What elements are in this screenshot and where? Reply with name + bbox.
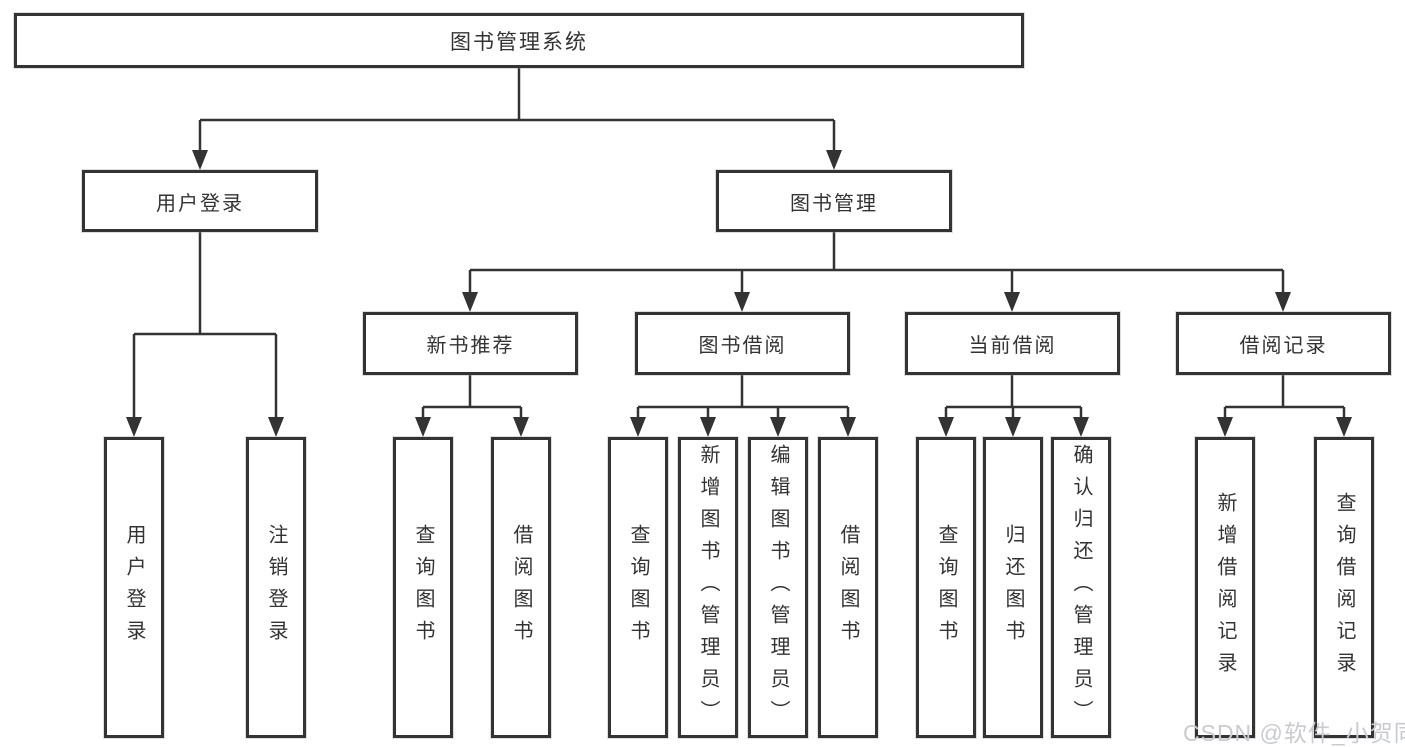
node-label: 当前借阅 — [968, 335, 1057, 357]
watermark: CSDN @软件_小贺同学 — [1183, 720, 1405, 746]
leaf-label: 确认归还（管理员） — [1070, 443, 1092, 732]
leaf-label: 查询借阅记录 — [1333, 491, 1355, 684]
node-label: 图书管理系统 — [450, 30, 588, 54]
leaf-edit-book-admin: 编辑图书（管理员） — [748, 437, 808, 738]
leaf-label: 归还图书 — [1002, 523, 1024, 652]
leaf-label: 查询图书 — [412, 523, 434, 652]
node-label: 新书推荐 — [426, 335, 515, 357]
leaf-label: 注销登录 — [265, 523, 287, 652]
leaf-label: 新增借阅记录 — [1214, 491, 1236, 684]
tree-edges — [132, 68, 1346, 419]
node-label: 用户登录 — [156, 192, 244, 215]
leaf-user-login: 用户登录 — [104, 437, 164, 738]
leaf-label: 查询图书 — [627, 523, 649, 652]
node-borrowing-records: 借阅记录 — [1176, 312, 1391, 375]
leaf-current-query-books: 查询图书 — [916, 437, 976, 738]
leaf-label: 用户登录 — [123, 523, 145, 652]
leaf-label: 新增图书（管理员） — [697, 443, 719, 732]
leaf-recommend-query-books: 查询图书 — [393, 437, 453, 738]
leaf-query-borrowing-record: 查询借阅记录 — [1314, 437, 1374, 738]
node-book-management: 图书管理 — [716, 170, 952, 232]
node-book-borrowing: 图书借阅 — [635, 312, 850, 375]
leaf-label: 借阅图书 — [837, 523, 859, 652]
leaf-add-borrowing-record: 新增借阅记录 — [1195, 437, 1255, 738]
leaf-borrow-book: 借阅图书 — [818, 437, 878, 738]
node-label: 图书借阅 — [698, 335, 787, 357]
leaf-label: 借阅图书 — [510, 523, 532, 652]
node-label: 图书管理 — [790, 192, 878, 215]
leaf-label: 查询图书 — [935, 523, 957, 652]
leaf-confirm-return-admin: 确认归还（管理员） — [1051, 437, 1111, 738]
leaf-label: 编辑图书（管理员） — [767, 443, 789, 732]
leaf-return-book: 归还图书 — [983, 437, 1043, 738]
node-label: 借阅记录 — [1239, 335, 1328, 357]
leaf-recommend-borrow-books: 借阅图书 — [491, 437, 551, 738]
node-library-management-system: 图书管理系统 — [14, 13, 1024, 68]
leaf-logout: 注销登录 — [246, 437, 306, 738]
node-new-book-recommendation: 新书推荐 — [363, 312, 578, 375]
arrow-heads — [126, 150, 1352, 437]
leaf-borrowing-query-books: 查询图书 — [608, 437, 668, 738]
node-user-login: 用户登录 — [82, 170, 318, 232]
leaf-add-book-admin: 新增图书（管理员） — [678, 437, 738, 738]
node-current-borrowing: 当前借阅 — [905, 312, 1120, 375]
